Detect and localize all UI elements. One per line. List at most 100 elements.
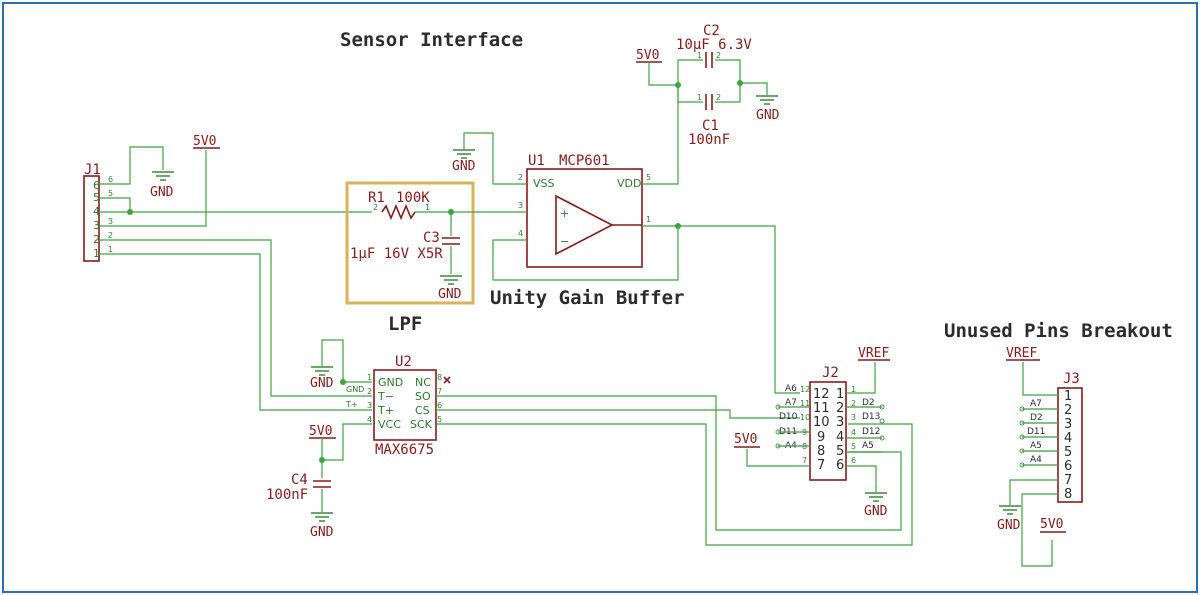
power-5v-j2: 5V0	[734, 432, 760, 448]
u2-pin-tminus: T−	[377, 390, 394, 403]
j1-pin-numbers: 6 5 4 3 2 1	[93, 179, 100, 260]
svg-text:4: 4	[367, 415, 372, 424]
c1-ref: C1	[702, 118, 719, 134]
r1-value: 100K	[396, 190, 430, 206]
wire-j1-1-t-plus	[99, 253, 372, 411]
gnd-label-j2: GND	[864, 504, 888, 519]
svg-text:11: 11	[813, 401, 830, 416]
svg-text:3: 3	[1064, 417, 1072, 432]
j2-net-d2: D2	[862, 398, 875, 408]
capacitor-c1: 1 2 C1 100nF	[688, 93, 730, 148]
v5-label-j3: 5V0	[1040, 517, 1063, 532]
wire-j1-3-5v	[99, 150, 207, 227]
gnd-label-caps: GND	[756, 108, 780, 123]
svg-text:2: 2	[716, 51, 721, 60]
u2-pin-gnd: GND	[378, 376, 403, 389]
svg-text:3: 3	[367, 401, 372, 410]
u2-pin-sck: SCK	[410, 418, 433, 431]
svg-text:6: 6	[1064, 459, 1072, 474]
j2-ref: J2	[822, 365, 839, 381]
svg-text:1: 1	[367, 373, 372, 382]
j2-net-d10: D10	[779, 412, 798, 422]
j3-net-a4: A4	[1030, 455, 1042, 465]
u1-vss-label: VSS	[533, 177, 555, 190]
j3-net-d11: D11	[1027, 427, 1045, 437]
capacitor-c4: C4 100nF GND	[266, 472, 334, 540]
sheet-title: Sensor Interface	[340, 29, 523, 51]
connector-j2: J2 12 11 10 9 8 7 1 2 3 4 5 6 A6 A7 D10 …	[779, 365, 880, 481]
svg-text:7: 7	[437, 387, 442, 396]
connector-j1: J1 6 5 4 3 2 1 6 5 3 2 1	[83, 162, 113, 262]
j2-net-a6: A6	[785, 384, 797, 394]
u2-net-tplus: T+	[345, 400, 358, 409]
opamp-u1: U1 MCP601 + − VSS VDD 2 3 4 5 1	[518, 153, 651, 268]
power-5v-j3: 5V0	[1040, 517, 1066, 533]
j1-pin-2: 2	[93, 233, 100, 246]
breakout-label: Unused Pins Breakout	[944, 320, 1173, 342]
u1-pin-1: 1	[646, 215, 651, 224]
svg-text:12: 12	[800, 385, 810, 394]
svg-text:6: 6	[108, 175, 113, 184]
gnd-symbol-j2: GND	[864, 492, 888, 519]
power-5v-j1: 5V0	[193, 134, 220, 149]
u1-value: MCP601	[559, 153, 610, 169]
j1-pin-5: 5	[93, 191, 100, 204]
power-5v-u2: 5V0	[309, 424, 336, 478]
svg-text:2: 2	[108, 231, 113, 240]
svg-text:7: 7	[1064, 473, 1072, 488]
wire-j1-5-4	[99, 197, 131, 212]
svg-text:12: 12	[813, 387, 830, 402]
gnd-label-u1: GND	[452, 159, 476, 174]
svg-text:4: 4	[851, 428, 856, 437]
svg-text:3: 3	[108, 217, 113, 226]
j1-ref: J1	[84, 162, 101, 178]
u1-minus: −	[560, 235, 569, 248]
u2-value: MAX6675	[375, 442, 434, 458]
svg-text:1: 1	[851, 385, 856, 394]
svg-text:6: 6	[437, 401, 442, 410]
svg-text:5: 5	[851, 442, 856, 451]
svg-text:5: 5	[836, 444, 844, 459]
wire-j1-2-t-minus	[99, 239, 372, 397]
vref-j3: VREF	[1006, 346, 1040, 361]
j1-pin-4: 4	[93, 205, 100, 218]
v5-label-j2: 5V0	[734, 432, 757, 447]
power-5v-caps: 5V0	[636, 48, 678, 86]
wire-j1-6-gnd	[99, 146, 164, 185]
svg-text:2: 2	[836, 401, 844, 416]
c1-value: 100nF	[688, 132, 730, 148]
c4-value: 100nF	[266, 487, 308, 503]
u2-pin-nc: NC	[415, 376, 431, 389]
v5-label-j1: 5V0	[193, 134, 216, 149]
u2-pin-cs: CS	[415, 404, 430, 417]
j2-net-d12: D12	[862, 427, 880, 437]
svg-text:1: 1	[1064, 389, 1072, 404]
svg-text:7: 7	[802, 456, 807, 465]
gnd-label-c4: GND	[310, 525, 334, 540]
j1-pin-3: 3	[93, 219, 100, 232]
j3-net-a5: A5	[1030, 441, 1042, 451]
svg-text:8: 8	[1064, 487, 1072, 502]
u1-vdd-label: VDD	[617, 177, 641, 190]
c3-value: 1µF 16V X5R	[350, 246, 443, 262]
svg-text:10: 10	[813, 415, 830, 430]
svg-text:6: 6	[851, 456, 856, 465]
gnd-label-c3: GND	[438, 287, 462, 302]
u2-pin-so: SO	[415, 390, 431, 403]
j2-net-d13: D13	[862, 412, 880, 422]
lpf-label: LPF	[388, 313, 422, 335]
svg-text:2: 2	[367, 387, 372, 396]
vref-j2: VREF	[858, 346, 890, 361]
svg-text:3: 3	[836, 415, 844, 430]
svg-text:1: 1	[697, 93, 702, 102]
capacitor-c3: C3 1µF 16V X5R GND	[350, 212, 462, 302]
u2-pin-tplus: T+	[377, 404, 394, 417]
svg-text:3: 3	[851, 413, 856, 422]
svg-text:2: 2	[716, 93, 721, 102]
capacitor-c2: C2 10µF 6.3V 1 2	[676, 23, 752, 68]
u2-net-gnd: GND	[346, 385, 364, 394]
gnd-symbol-j3: GND	[997, 505, 1021, 533]
j2-net-a7: A7	[785, 398, 797, 408]
